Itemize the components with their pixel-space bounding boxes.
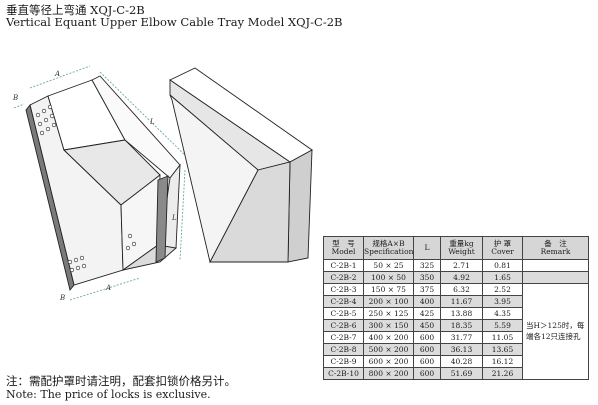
cell-remark-empty: [522, 271, 589, 284]
cell-cover: 4.35: [482, 307, 523, 320]
cell-model: C-2B-3: [323, 283, 364, 296]
table-row: C-2B-2 100 × 50 350 4.92 1.65: [323, 271, 589, 284]
tray-body-drawing: [13, 65, 191, 301]
table-row: C-2B-1 50 × 25 325 2.71 0.81: [323, 259, 589, 272]
cell-spec: 250 × 125: [363, 307, 414, 320]
cell-l: 350: [413, 271, 441, 284]
cell-cover: 21.26: [482, 367, 523, 380]
cell-model: C-2B-6: [323, 319, 364, 332]
cell-weight: 40.28: [440, 355, 483, 368]
label-b-left: B: [12, 94, 18, 102]
cell-spec: 400 × 200: [363, 331, 414, 344]
note-english: Note: The price of locks is exclusive.: [6, 388, 211, 401]
cell-model: C-2B-7: [323, 331, 364, 344]
label-b-bottom: B: [59, 294, 65, 302]
cell-l: 450: [413, 319, 441, 332]
cell-weight: 13.88: [440, 307, 483, 320]
cell-spec: 800 × 200: [363, 367, 414, 380]
remark-cell: 当H＞125时，每端各12只连接孔: [522, 283, 589, 380]
cell-cover: 1.65: [482, 271, 523, 284]
cell-weight: 11.67: [440, 295, 483, 308]
cell-model: C-2B-9: [323, 355, 364, 368]
cell-spec: 50 × 25: [363, 259, 414, 272]
title-english: Vertical Equant Upper Elbow Cable Tray M…: [6, 15, 343, 29]
cell-weight: 6.32: [440, 283, 483, 296]
cell-cover: 11.05: [482, 331, 523, 344]
table-row: C-2B-10 800 × 200 600 51.69 21.26: [323, 367, 589, 380]
cell-remark-empty: [522, 259, 589, 272]
cell-l: 600: [413, 331, 441, 344]
cell-weight: 36.13: [440, 343, 483, 356]
cell-model: C-2B-1: [323, 259, 364, 272]
cell-weight: 4.92: [440, 271, 483, 284]
cell-spec: 150 × 75: [363, 283, 414, 296]
dimension-labels: A B L L B A: [12, 70, 177, 302]
label-l-long: L: [149, 118, 155, 126]
cell-l: 425: [413, 307, 441, 320]
cell-spec: 600 × 200: [363, 355, 414, 368]
cell-spec: 500 × 200: [363, 343, 414, 356]
header-l: L: [413, 236, 441, 260]
cell-spec: 200 × 100: [363, 295, 414, 308]
table-row: C-2B-6 300 × 150 450 18.35 5.59: [323, 319, 589, 332]
cell-l: 600: [413, 367, 441, 380]
cell-cover: 5.59: [482, 319, 523, 332]
cell-model: C-2B-4: [323, 295, 364, 308]
cell-cover: 0.81: [482, 259, 523, 272]
label-a-top: A: [54, 70, 60, 78]
cell-l: 600: [413, 355, 441, 368]
cell-spec: 100 × 50: [363, 271, 414, 284]
cell-weight: 2.71: [440, 259, 483, 272]
cell-spec: 300 × 150: [363, 319, 414, 332]
cell-cover: 13.65: [482, 343, 523, 356]
title-chinese: 垂直等径上弯通 XQJ-C-2B: [6, 3, 145, 17]
cell-model: C-2B-2: [323, 271, 364, 284]
slot-holes-bottom: [67, 233, 137, 273]
cell-cover: 16.12: [482, 355, 523, 368]
cell-weight: 18.35: [440, 319, 483, 332]
table-row: C-2B-3 150 × 75 375 6.32 2.52 当H＞125时，每端…: [323, 283, 589, 380]
note-chinese: 注：需配护罩时请注明，配套扣锁价格另计。: [6, 374, 236, 388]
cell-l: 325: [413, 259, 441, 272]
cell-cover: 3.95: [482, 295, 523, 308]
cell-l: 600: [413, 343, 441, 356]
cell-model: C-2B-8: [323, 343, 364, 356]
cell-model: C-2B-10: [323, 367, 364, 380]
table-row: C-2B-4 200 × 100 400 11.67 3.95: [323, 295, 589, 308]
cell-cover: 2.52: [482, 283, 523, 296]
slot-holes-left: [35, 104, 57, 136]
cell-weight: 31.77: [440, 331, 483, 344]
cell-model: C-2B-5: [323, 307, 364, 320]
label-a-bottom: A: [105, 284, 111, 292]
label-l-short: L: [171, 214, 177, 222]
cell-l: 375: [413, 283, 441, 296]
table-row: C-2B-8 500 × 200 600 36.13 13.65: [323, 343, 589, 356]
cell-l: 400: [413, 295, 441, 308]
cover-drawing: [169, 67, 313, 264]
cell-weight: 51.69: [440, 367, 483, 380]
